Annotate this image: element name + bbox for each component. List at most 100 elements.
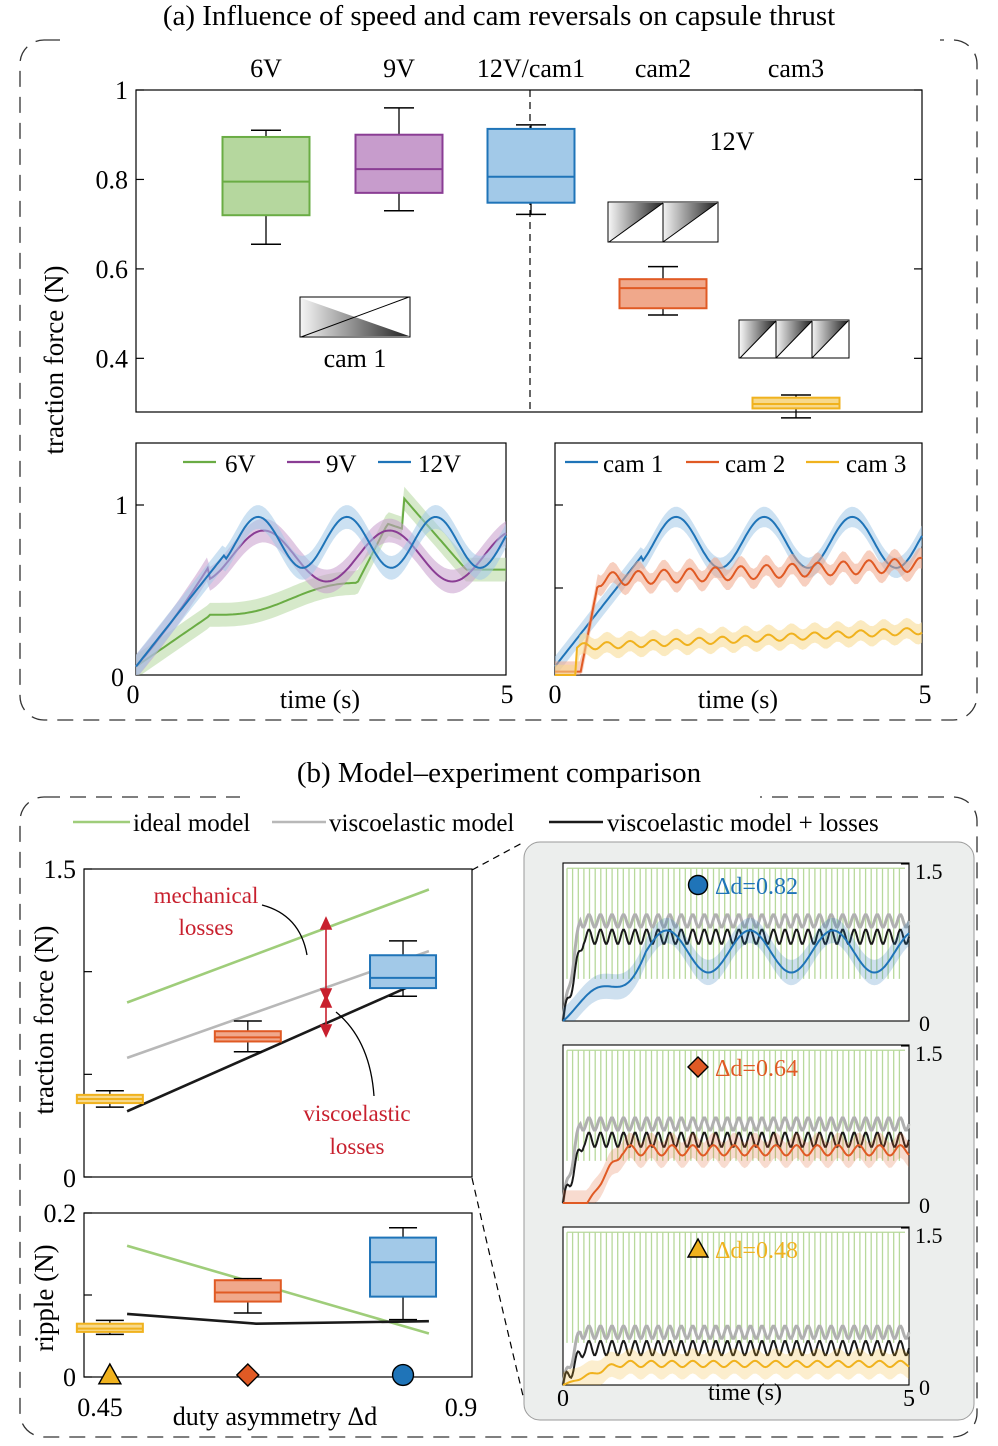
legend-cam2: cam 2 [725,451,785,478]
inset-label: Δd=0.82 [715,874,798,900]
inset-losses-line [562,1131,910,1204]
inset-ytick-bottom: 0 [919,1375,930,1400]
ripple-xtick-0-9: 0.9 [445,1393,478,1422]
inset-marker-triangle [686,1237,710,1258]
inset-exp-band [563,1348,909,1385]
traces-left-ytick-1: 1 [115,491,128,520]
ripple-plot: ripple (N) 0.2 0 0.45 0.9 duty asymmetry… [29,1199,477,1431]
losses-model-line [126,976,430,1113]
ripple-box [75,1319,144,1336]
inset-ytick-bottom: 0 [919,1193,930,1218]
ripple-box [369,1227,438,1321]
inset-ideal-pulses [566,1050,901,1161]
legend-6v: 6V [225,451,256,478]
mech-losses-label-2: losses [179,915,234,940]
visc-arrow [319,994,333,1038]
box-top-frame [135,89,923,413]
ripple-xtick-0-45: 0.45 [77,1393,123,1422]
inset-panel-2: 1.5 0 Δd=0.48 [561,1223,943,1400]
traction-box [213,1020,282,1053]
ripple-marker-triangle [97,1362,123,1385]
legend-9v: 9V [326,451,357,478]
inset-ytick-top: 1.5 [915,859,943,884]
legend-cam3: cam 3 [846,451,906,478]
ripple-ytick-0: 0 [63,1363,76,1392]
zoom-connector-top [471,841,525,871]
ripple-ytick-0-2: 0.2 [44,1199,77,1228]
section-a-title: (a) Influence of speed and cam reversals… [163,0,835,32]
box-top-ytick-label: 0.8 [96,165,129,194]
traction-frame [83,868,473,1178]
traces-left-legend: 6V 9V 12V [183,451,461,478]
traces-left-plot: 1 0 0 5 time (s) 6V 9V 12V [111,442,514,714]
trace-cam2 [555,556,923,673]
inset-losses-line [562,928,910,1022]
trace-cam3 [555,627,923,676]
mech-leader-line [261,904,308,956]
box-6v [221,129,311,246]
loss-annotations: mechanical losses viscoelastic losses [154,883,411,1159]
traction-box [75,1090,144,1108]
traces-left-ytick-0: 0 [111,663,124,692]
visc-losses-label-1: viscoelastic [303,1101,410,1126]
inset-marker-circle [687,874,709,896]
ideal-model-line [126,888,430,1004]
box-cam2 [618,265,708,316]
inset-losses-line [562,1340,910,1386]
inset-label: Δd=0.48 [715,1238,798,1264]
box-9v [354,107,444,212]
cam3-icon [738,319,850,359]
legend-12v: 12V [418,451,461,478]
inset-ytick-top: 1.5 [915,1223,943,1248]
traces-right-xtick-5: 5 [919,680,932,709]
inset-exp-line [562,1359,910,1386]
box-cam3 [751,394,841,419]
column-label-6v: 6V [250,54,282,83]
legend-viscoelastic-model-losses: viscoelastic model + losses [607,810,879,837]
section-a-ylabel: traction force (N) [39,266,69,455]
inset-xtick-0: 0 [557,1386,569,1412]
inset-panel-1: 1.5 0 Δd=0.64 [561,1041,943,1218]
traction-plot: traction force (N) 1.5 0 mechanical loss… [29,855,473,1193]
inset-ideal-pulses [566,1232,901,1343]
box-top-ytick-label: 0.4 [96,344,129,373]
traces-left-xlabel: time (s) [280,685,360,714]
legend-viscoelastic-model: viscoelastic model [329,810,514,837]
inset-visco-line [561,913,911,1022]
mech-losses-label-1: mechanical [154,883,259,908]
ripple-marker-diamond [235,1363,260,1387]
column-label-cam3: cam3 [768,54,824,83]
trace-cam1 [554,515,923,668]
inset-label: Δd=0.64 [715,1056,798,1082]
visc-leader-line [335,1011,375,1097]
trace-12v [135,515,507,668]
traces-left-xtick-0: 0 [127,680,140,709]
box-12vcam1 [486,124,576,216]
column-label-9v: 9V [383,54,415,83]
column-label-12v-cam1: 12V/cam1 [477,54,585,83]
column-label-cam2: cam2 [635,54,691,83]
box-top-ytick-label: 1 [115,76,128,105]
legend-ideal-model: ideal model [133,810,250,837]
ripple-marker-circle [391,1363,415,1387]
ripple-losses-line [127,1312,429,1326]
traces-right-plot: 0 5 time (s) cam 1 cam 2 cam 3 [549,442,932,714]
traces-right-xlabel: time (s) [698,685,778,714]
zoom-connector-bottom [471,1177,525,1401]
traces-right-xtick-0: 0 [549,680,562,709]
traction-ytick-1-5: 1.5 [44,855,77,884]
inset-visco-line [561,1324,911,1386]
cam2-icon [607,201,719,243]
legend-cam1: cam 1 [603,451,663,478]
inset-exp-band [563,917,909,1021]
trace-cam1-band [555,506,922,675]
inset-xlabel: time (s) [708,1380,782,1406]
inset-visco-line [561,1116,911,1204]
ripple-ylabel: ripple (N) [29,1244,59,1351]
cam1-icon [299,296,411,338]
box-plot-top: 0.40.60.81 6V 9V 12V/cam1 cam2 cam3 12V … [96,54,923,419]
inset-ytick-bottom: 0 [919,1011,930,1036]
traces-left-xtick-5: 5 [501,680,514,709]
inset-ytick-top: 1.5 [915,1041,943,1066]
